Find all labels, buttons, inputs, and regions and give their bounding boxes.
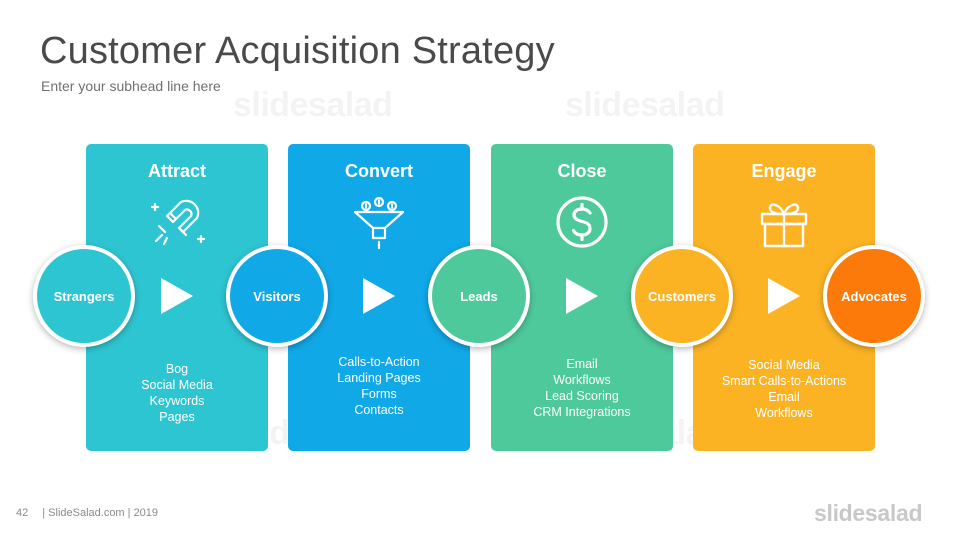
list-item: Contacts [354, 403, 404, 417]
node-strangers: Strangers [33, 245, 135, 347]
brand-logo: slidesalad [814, 500, 923, 526]
list-item: Email [566, 357, 598, 371]
list-item: Social Media [141, 378, 213, 392]
node-visitors: Visitors [226, 245, 328, 347]
stage-item-list: Social Media Smart Calls-to-Actions Emai… [693, 357, 875, 421]
node-advocates: Advocates [823, 245, 925, 347]
list-item: Forms [361, 387, 397, 401]
page-number: 42 [16, 507, 29, 519]
gift-icon [754, 192, 814, 252]
magnet-icon [147, 192, 207, 252]
stage-item-list: Calls-to-Action Landing Pages Forms Cont… [288, 354, 470, 418]
play-arrow-icon [766, 278, 802, 314]
list-item: Bog [165, 362, 189, 376]
footer-credit: | SlideSalad.com | 2019 [42, 507, 159, 519]
dollar-coin-icon [552, 192, 612, 252]
node-label: Leads [460, 288, 498, 304]
funnel-icon [349, 192, 409, 252]
list-item: CRM Integrations [533, 405, 631, 419]
play-arrow-icon [564, 278, 600, 314]
page-title: Customer Acquisition Strategy [40, 30, 555, 72]
stage-title: Close [557, 161, 607, 181]
list-item: Social Media [748, 358, 820, 372]
stage-title: Engage [751, 161, 817, 181]
subhead: Enter your subhead line here [41, 78, 221, 94]
list-item: Smart Calls-to-Actions [721, 374, 847, 388]
list-item: Keywords [149, 394, 205, 408]
node-label: Strangers [53, 288, 115, 304]
list-item: Workflows [553, 373, 611, 387]
footer: 42 | SlideSalad.com | 2019 [16, 507, 158, 519]
node-label: Visitors [253, 288, 301, 304]
watermark: slidesalad [565, 86, 725, 125]
list-item: Lead Scoring [545, 389, 619, 403]
stage-title: Convert [344, 161, 413, 181]
stage-title: Attract [147, 161, 206, 181]
list-item: Email [768, 390, 800, 404]
play-arrow-icon [159, 278, 195, 314]
node-label: Customers [648, 288, 716, 304]
node-leads: Leads [428, 245, 530, 347]
play-arrow-icon [361, 278, 397, 314]
node-customers: Customers [631, 245, 733, 347]
list-item: Pages [159, 410, 195, 424]
stage-item-list: Bog Social Media Keywords Pages [86, 361, 268, 425]
list-item: Calls-to-Action [338, 355, 420, 369]
watermark: slidesalad [233, 86, 393, 125]
node-label: Advocates [841, 288, 907, 304]
list-item: Workflows [755, 406, 813, 420]
list-item: Landing Pages [337, 371, 421, 385]
stage-item-list: Email Workflows Lead Scoring CRM Integra… [491, 356, 673, 420]
